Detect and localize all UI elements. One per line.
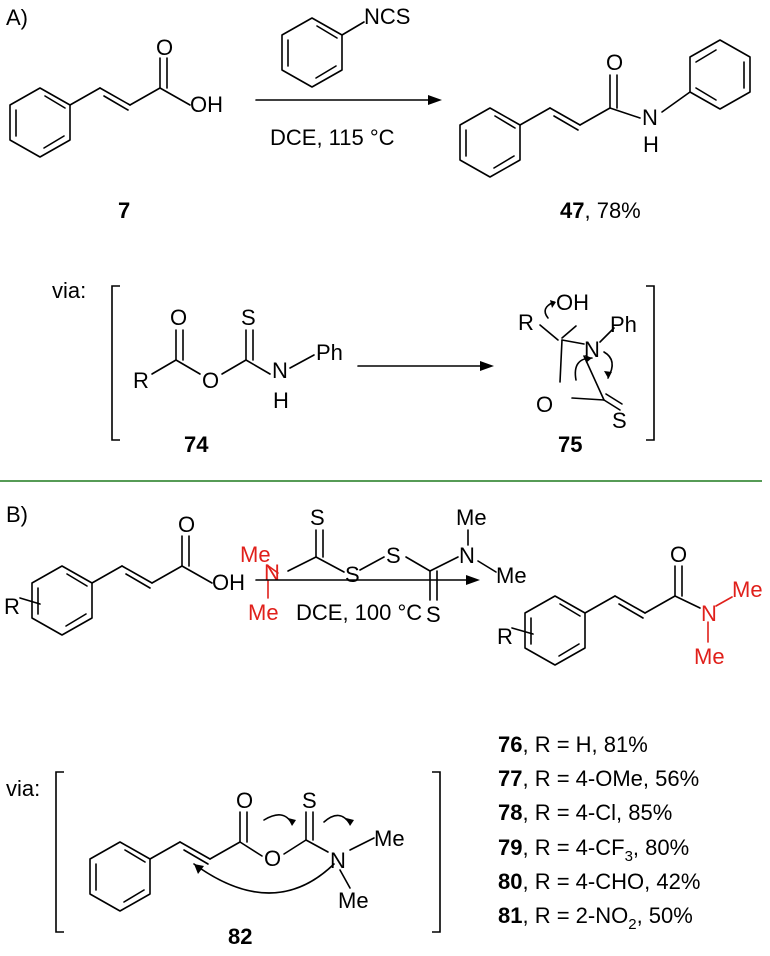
result-row-78: 78, R = 4-Cl, 85% [498, 800, 672, 825]
atom-me: Me [338, 888, 369, 913]
atom-r: R [133, 368, 149, 393]
result-row-76: 76, R = H, 81% [498, 732, 648, 757]
bracket-right-a [646, 285, 655, 441]
compound-82-label: 82 [228, 924, 252, 949]
phenyl-isothiocyanate [281, 17, 365, 88]
result-row-77: 77, R = 4-OMe, 56% [498, 766, 699, 791]
ncs-group: NCS [364, 4, 410, 29]
cinnamic-acid-7 [9, 57, 191, 158]
atom-r: R [518, 310, 534, 335]
atom-o: O [202, 368, 219, 393]
atom-me: Me [374, 826, 405, 851]
result-row-80: 80, R = 4-CHO, 42% [498, 869, 700, 894]
atom-s: S [386, 543, 401, 568]
atom-me: Me [248, 600, 279, 625]
compound-75-label: 75 [558, 432, 582, 457]
result-row-79: 79, R = 4-CF3, 80% [498, 835, 689, 865]
atom-me: Me [456, 505, 487, 530]
atom-o: O [170, 305, 187, 330]
intermediate-74 [151, 329, 315, 375]
atom-r: R [497, 624, 513, 649]
atom-ph: Ph [316, 340, 343, 365]
atom-n: N [701, 601, 717, 626]
result-row-81: 81, R = 2-NO2, 50% [498, 903, 693, 933]
reaction-arrow-a [255, 95, 442, 105]
atom-n: N [272, 358, 288, 383]
conditions-a: DCE, 115 °C [270, 125, 395, 150]
atom-s: S [612, 408, 627, 433]
via-label-a: via: [52, 278, 86, 303]
atom-o: O [536, 392, 553, 417]
via-label-b: via: [6, 776, 40, 801]
atom-o: O [670, 542, 687, 567]
conditions-b: DCE, 100 °C [296, 600, 422, 625]
atom-o: O [606, 50, 623, 75]
atom-n: N [642, 105, 658, 130]
intermediate-75 [539, 300, 623, 411]
atom-h: H [643, 132, 659, 157]
substituted-cinnamic-acid [19, 535, 213, 636]
atom-n: N [330, 848, 346, 873]
atom-me: Me [240, 542, 271, 567]
atom-oh: OH [556, 290, 589, 315]
atom-oh: OH [190, 92, 223, 117]
atom-n: N [584, 337, 600, 362]
bracket-left-b [55, 771, 64, 933]
compound-47-yield: , 78% [584, 198, 640, 223]
panel-a-label: A) [6, 5, 28, 30]
bracket-right-b [432, 771, 441, 933]
results-list: 76, R = H, 81% 77, R = 4-OMe, 56% 78, R … [498, 732, 700, 933]
atom-s: S [345, 562, 360, 587]
atom-ph: Ph [610, 312, 637, 337]
dimethyl-cinnamamide-product [511, 565, 733, 666]
atom-n: N [459, 543, 475, 568]
atom-me: Me [496, 563, 527, 588]
atom-me: Me [732, 577, 763, 602]
atom-s: S [426, 602, 441, 627]
bracket-left-a [111, 285, 120, 441]
panel-b-label: B) [6, 502, 28, 527]
compound-47-label: 47, 78% [560, 198, 641, 223]
atom-o: O [264, 846, 281, 871]
atom-o: O [178, 512, 195, 537]
atom-r: R [4, 594, 20, 619]
atom-s: S [310, 505, 325, 530]
thiuram-disulfide-reagent [266, 529, 497, 601]
atom-h: H [273, 388, 289, 413]
compound-74-label: 74 [184, 432, 209, 457]
atom-s: S [302, 788, 317, 813]
cinnamanilide-47 [459, 39, 751, 178]
atom-oh: OH [212, 570, 245, 595]
compound-7-label: 7 [118, 198, 130, 223]
atom-o: O [236, 788, 253, 813]
reaction-arrow-74-75 [357, 361, 494, 371]
reaction-arrow-b [255, 575, 480, 585]
atom-o: O [156, 35, 173, 60]
compound-47-id: 47 [560, 198, 584, 223]
atom-n: N [264, 560, 280, 585]
intermediate-82 [89, 811, 375, 912]
atom-me: Me [694, 644, 725, 669]
atom-s: S [241, 305, 256, 330]
